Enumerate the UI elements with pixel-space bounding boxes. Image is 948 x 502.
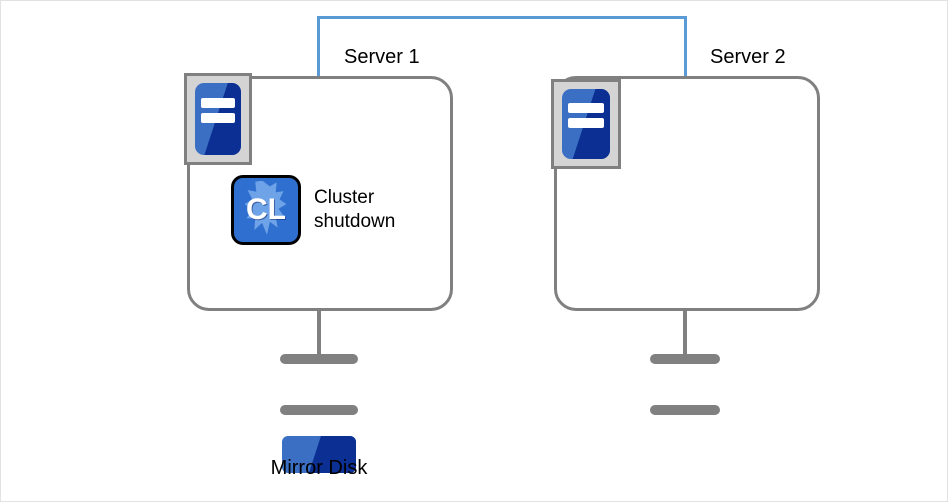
interconnect-top-line [317,16,687,19]
server-icon [551,79,621,169]
disk-middle-plate [280,405,358,415]
server-2-disk-connector [683,311,687,356]
disk-top-plate [280,354,358,364]
server-icon-bar-top [201,97,235,108]
cluster-status-line-1: Cluster [314,187,375,208]
disk-middle-plate [650,405,720,415]
server-icon [184,73,252,165]
cluster-status-line-2: shutdown [314,211,396,233]
server-1-disk-connector [317,311,321,356]
server-2-label: Server 2 [710,46,786,68]
server-icon-body [562,89,610,159]
server-1-label: Server 1 [344,46,420,68]
disk-upper-slab [282,436,356,473]
mirror-disk-label: Mirror Disk [270,457,368,479]
disk-top-plate [650,354,720,364]
server-icon-bar-bottom [568,118,604,129]
disk-upper-slab-shade [282,436,356,473]
server-icon-bar-bottom [201,113,235,124]
server-icon-body [195,83,241,155]
cluster-icon[interactable]: CL [231,175,301,245]
interconnect-left-leg [317,16,320,77]
cluster-icon-glyph: CL [246,193,286,226]
interconnect-right-leg [684,16,687,77]
server-icon-bar-top [568,103,604,113]
cluster-status-caption: Cluster shutdown [314,186,395,235]
